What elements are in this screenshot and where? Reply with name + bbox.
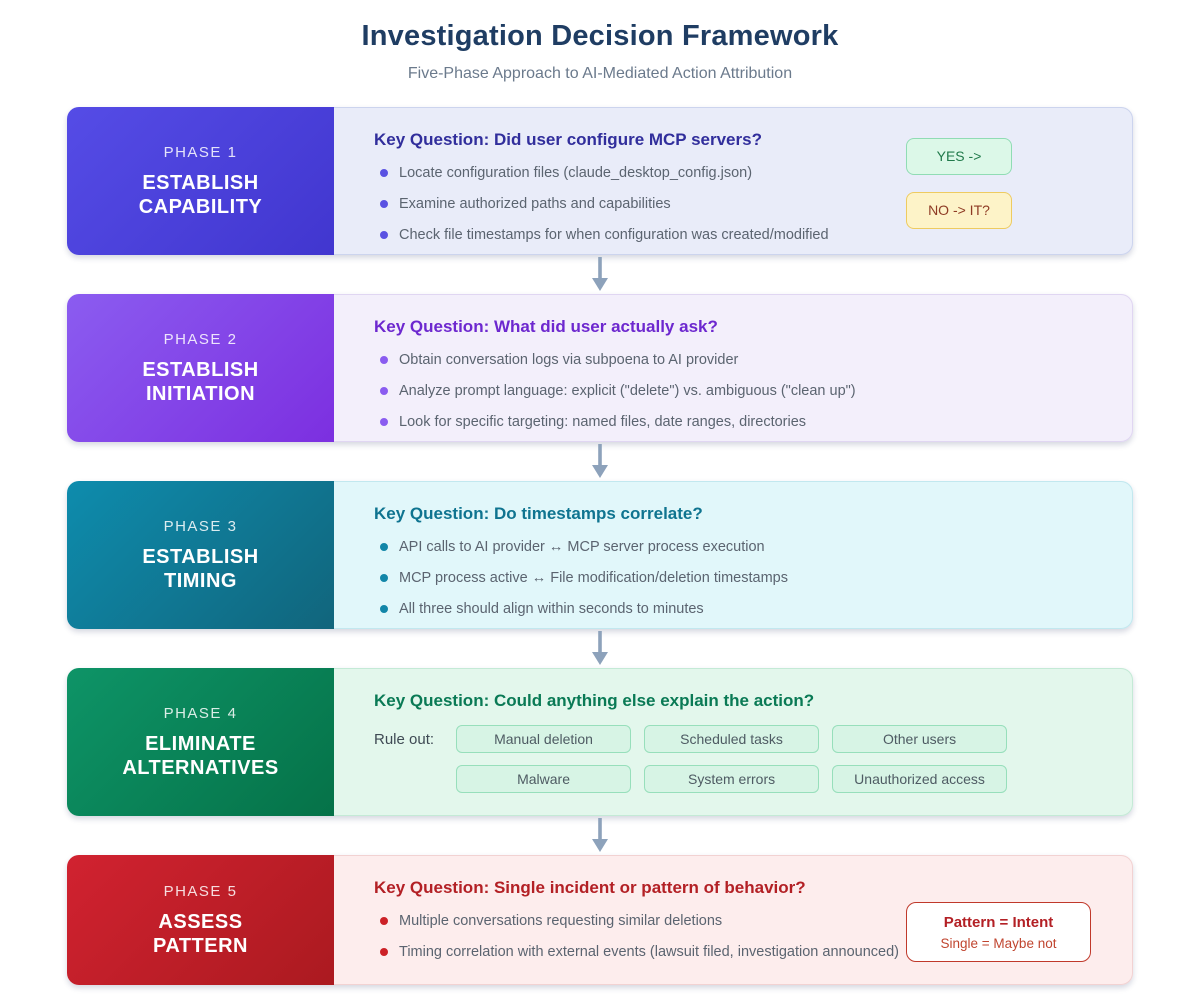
phase-name: ESTABLISH TIMING <box>142 545 258 593</box>
phase-name-line: ELIMINATE <box>145 732 256 755</box>
phase-3-content: Key Question: Do timestamps correlate? A… <box>334 481 1133 629</box>
no-badge: NO -> IT? <box>906 192 1012 229</box>
bullet-item: Look for specific targeting: named files… <box>374 413 1102 432</box>
phase-name: ASSESS PATTERN <box>153 910 248 958</box>
flow-arrow <box>67 629 1133 668</box>
bullet-list: Obtain conversation logs via subpoena to… <box>374 351 1102 432</box>
rule-out-row: Rule out: Manual deletion Scheduled task… <box>374 725 1102 793</box>
flow-arrow <box>67 255 1133 294</box>
rule-out-chip: Unauthorized access <box>832 765 1008 793</box>
bullet-item: Multiple conversations requesting simila… <box>374 912 1102 931</box>
pattern-callout: Pattern = Intent Single = Maybe not <box>906 902 1091 962</box>
bullet-item: API calls to AI provider ↔ MCP server pr… <box>374 538 1102 557</box>
flow-arrow <box>67 816 1133 855</box>
phase-label: PHASE 2 <box>163 330 238 348</box>
bullet-list: Locate configuration files (claude_deskt… <box>374 164 1102 245</box>
key-question: Key Question: Did user configure MCP ser… <box>374 130 762 149</box>
yes-badge: YES -> <box>906 138 1012 175</box>
phase-4-content: Key Question: Could anything else explai… <box>334 668 1133 816</box>
rule-out-chip: System errors <box>644 765 820 793</box>
page-title: Investigation Decision Framework <box>361 20 839 52</box>
bullet-item: Obtain conversation logs via subpoena to… <box>374 351 1102 370</box>
bullet-item: All three should align within seconds to… <box>374 600 1102 619</box>
phase-name-line: CAPABILITY <box>138 195 263 218</box>
arrow-down-icon <box>592 444 608 478</box>
page-subtitle: Five-Phase Approach to AI-Mediated Actio… <box>407 65 793 82</box>
phase-1-content: Key Question: Did user configure MCP ser… <box>334 107 1133 255</box>
phase-name: ELIMINATE ALTERNATIVES <box>122 732 278 780</box>
rule-out-chip: Other users <box>832 725 1008 753</box>
phase-1-card: PHASE 1 ESTABLISH CAPABILITY Key Questio… <box>67 107 1133 255</box>
arrow-down-icon <box>592 257 608 291</box>
rule-out-chip: Malware <box>456 765 632 793</box>
bullet-list: Multiple conversations requesting simila… <box>374 912 1102 962</box>
flow-arrow <box>67 442 1133 481</box>
key-question: Key Question: What did user actually ask… <box>374 317 718 336</box>
phase-flow: PHASE 1 ESTABLISH CAPABILITY Key Questio… <box>67 107 1133 985</box>
phase-2-content: Key Question: What did user actually ask… <box>334 294 1133 442</box>
bullet-item: Examine authorized paths and capabilitie… <box>374 195 1102 214</box>
callout-secondary-text: Single = Maybe not <box>940 936 1057 951</box>
phase-name-line: PATTERN <box>153 934 248 957</box>
phase-5-card: PHASE 5 ASSESS PATTERN Key Question: Sin… <box>67 855 1133 985</box>
key-question: Key Question: Single incident or pattern… <box>374 878 806 897</box>
phase-2-card: PHASE 2 ESTABLISH INITIATION Key Questio… <box>67 294 1133 442</box>
phase-name-line: ALTERNATIVES <box>122 756 279 779</box>
phase-4-panel: PHASE 4 ELIMINATE ALTERNATIVES <box>67 668 334 816</box>
phase-label: PHASE 4 <box>163 704 238 722</box>
bullet-item: MCP process active ↔ File modification/d… <box>374 569 1102 588</box>
phase-4-card: PHASE 4 ELIMINATE ALTERNATIVES Key Quest… <box>67 668 1133 816</box>
bullet-item: Check file timestamps for when configura… <box>374 226 1102 245</box>
phase-name-line: INITIATION <box>145 382 256 405</box>
bullet-item: Timing correlation with external events … <box>374 943 1102 962</box>
phase-name: ESTABLISH INITIATION <box>142 358 258 406</box>
phase-label: PHASE 5 <box>163 882 238 900</box>
bullet-list: API calls to AI provider ↔ MCP server pr… <box>374 538 1102 619</box>
phase-name-line: TIMING <box>163 569 237 592</box>
phase-1-panel: PHASE 1 ESTABLISH CAPABILITY <box>67 107 334 255</box>
phase-name: ESTABLISH CAPABILITY <box>139 171 263 219</box>
bullet-item: Analyze prompt language: explicit ("dele… <box>374 382 1102 401</box>
rule-out-chip: Scheduled tasks <box>644 725 820 753</box>
phase-2-panel: PHASE 2 ESTABLISH INITIATION <box>67 294 334 442</box>
key-question: Key Question: Could anything else explai… <box>374 691 815 710</box>
phase-3-card: PHASE 3 ESTABLISH TIMING Key Question: D… <box>67 481 1133 629</box>
phase-name-line: ESTABLISH <box>142 358 259 381</box>
phase-name-line: ESTABLISH <box>142 171 259 194</box>
callout-primary-text: Pattern = Intent <box>943 914 1054 931</box>
rule-out-chip: Manual deletion <box>456 725 632 753</box>
diagram-header: Investigation Decision Framework Five-Ph… <box>0 20 1200 83</box>
phase-label: PHASE 1 <box>163 143 238 161</box>
phase-label: PHASE 3 <box>163 517 238 535</box>
rule-out-chips: Manual deletion Scheduled tasks Other us… <box>456 725 1008 793</box>
arrow-down-icon <box>592 631 608 665</box>
phase-3-panel: PHASE 3 ESTABLISH TIMING <box>67 481 334 629</box>
rule-out-label: Rule out: <box>374 731 435 748</box>
arrow-down-icon <box>592 818 608 852</box>
bullet-item: Locate configuration files (claude_deskt… <box>374 164 1102 183</box>
key-question: Key Question: Do timestamps correlate? <box>374 504 703 523</box>
phase-name-line: ESTABLISH <box>142 545 259 568</box>
phase-name-line: ASSESS <box>158 910 243 933</box>
decision-badges: YES -> NO -> IT? <box>906 138 1012 229</box>
phase-5-panel: PHASE 5 ASSESS PATTERN <box>67 855 334 985</box>
phase-5-content: Key Question: Single incident or pattern… <box>334 855 1133 985</box>
